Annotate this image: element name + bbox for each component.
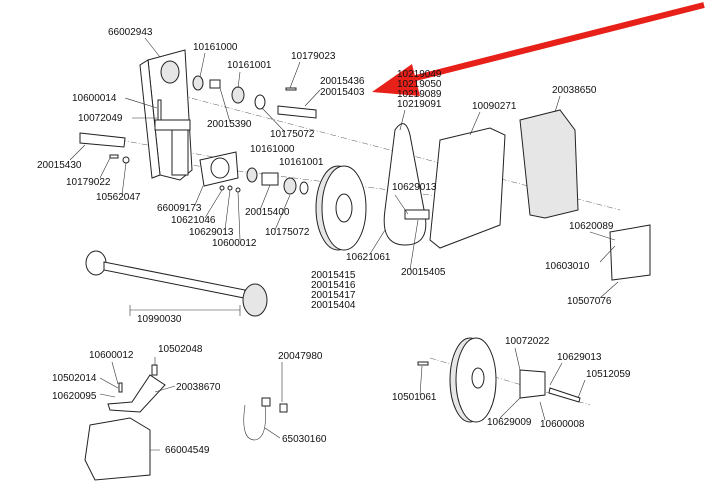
part-label: 10179023 [291,51,336,62]
part-label: 20015400 [245,207,290,218]
part-label: 20015405 [401,267,446,278]
part-label: 10507076 [567,296,612,307]
part-label: 20015436 [320,76,365,87]
wheel-assembly [417,337,581,423]
part-label: 10629013 [392,182,437,193]
part-label: 20015390 [207,119,252,130]
part-label: 10600014 [72,93,117,104]
guard-10090271 [429,127,506,249]
part-label: 10501061 [392,392,437,403]
key [109,154,119,159]
nut [122,156,130,164]
part-label: 20015403 [320,87,365,98]
part-label: 20047980 [278,351,323,362]
bearings-lower [246,167,309,195]
part-label: 20015404 [311,300,356,311]
part-label: 10161001 [279,157,324,168]
part-labels: 66002943 10161000 10179023 10161001 2001… [37,27,631,456]
part-label: 20015415 [311,270,356,281]
part-label: 10562047 [96,192,141,203]
part-label: 10161000 [250,144,295,155]
bearing-housing [199,151,241,193]
part-label: 10603010 [545,261,590,272]
part-label: 10219089 [397,89,442,100]
part-label: 10620095 [52,391,97,402]
bearings-upper [192,75,317,119]
part-label: 66009173 [157,203,202,214]
part-label: 10161000 [193,42,238,53]
bracket-20038670 [107,374,166,413]
leader-lines [69,37,619,451]
clip [261,397,271,407]
part-label: 10620089 [569,221,614,232]
clip [279,403,288,413]
highlight-arrow [372,2,705,96]
part-label: 10175072 [265,227,310,238]
pto-shaft-10990030 [85,250,268,317]
cover-20038650 [519,109,579,219]
part-label: 10600008 [540,419,585,430]
part-label: 10512059 [586,369,631,380]
tensioner [404,209,430,220]
screw [151,364,158,376]
part-label: 10600012 [89,350,134,361]
frame-66002943 [139,49,193,181]
part-label: 10179022 [66,177,111,188]
part-label: 66004549 [165,445,210,456]
part-label: 20015416 [311,280,356,291]
pulley-20015415 [315,165,367,251]
part-label: 65030160 [282,434,327,445]
part-label: 20015430 [37,160,82,171]
part-label: 10621061 [346,252,391,263]
part-label: 10219049 [397,69,442,80]
bolt [157,99,162,121]
part-label: 20038650 [552,85,597,96]
part-label: 10600012 [212,238,257,249]
part-label: 10629013 [557,352,602,363]
bracket-right [609,224,651,281]
part-label: 66002943 [108,27,153,38]
part-label: 10072022 [505,336,550,347]
screw [118,382,123,393]
cover-66004549 [84,417,151,481]
part-label: 10072049 [78,113,123,124]
part-label: 10090271 [472,101,517,112]
part-label: 10175072 [270,129,315,140]
part-label: 10502048 [158,344,203,355]
part-label: 10219091 [397,99,442,110]
part-label: 20015417 [311,290,356,301]
cable [243,404,266,441]
part-label: 10629009 [487,417,532,428]
part-label: 10990030 [137,314,182,325]
part-label: 10629013 [189,227,234,238]
input-shaft [79,132,126,148]
part-label: 10502014 [52,373,97,384]
part-label: 10219050 [397,79,442,90]
part-label: 20038670 [176,382,221,393]
part-label: 10621046 [171,215,216,226]
part-label: 10161001 [227,60,272,71]
